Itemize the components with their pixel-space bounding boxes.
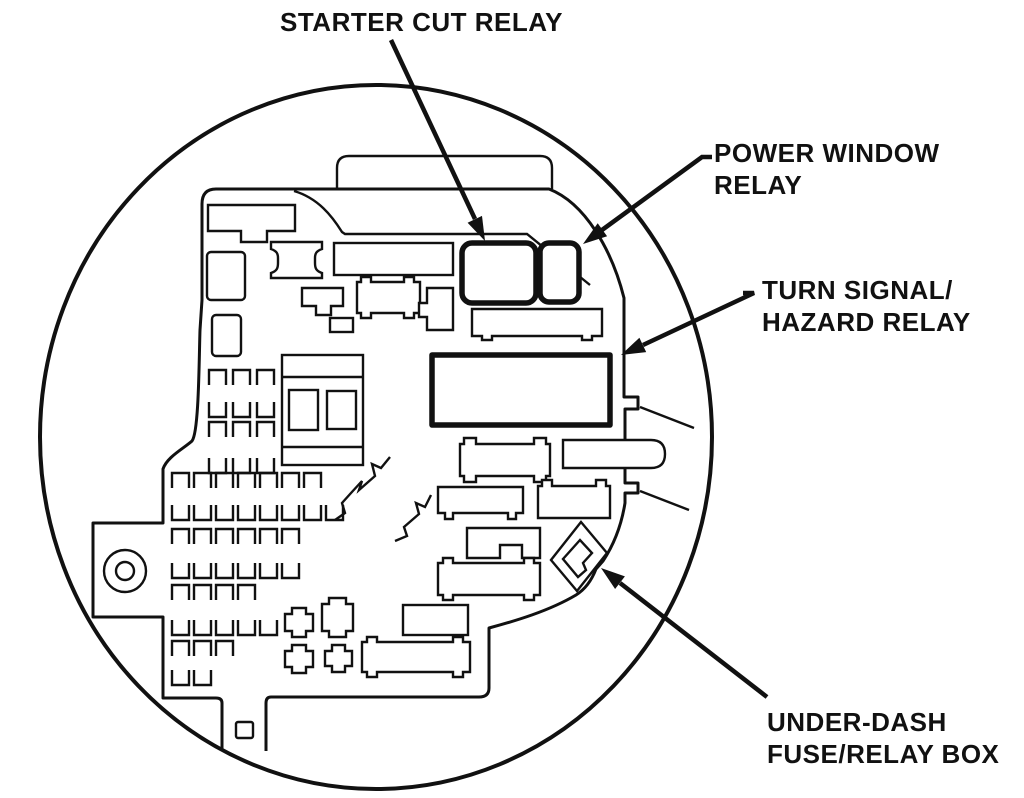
fuse-slot: [231, 420, 252, 437]
label-under-dash-fuse-relay-box: UNDER-DASH FUSE/RELAY BOX: [767, 707, 1000, 769]
fuse-slot: [192, 620, 213, 637]
fuse-slot: [192, 583, 213, 600]
fuse-slot: [255, 458, 276, 475]
label-turn-signal-hazard-relay: TURN SIGNAL/ HAZARD RELAY: [762, 275, 971, 337]
fuse-slot: [170, 471, 191, 488]
fuse-slot: [207, 420, 228, 437]
box-top-tab: [335, 154, 554, 189]
fuse-slot: [192, 471, 213, 488]
fuse-slot: [214, 639, 235, 656]
connector: [436, 485, 525, 521]
fuse-slot: [170, 563, 191, 580]
connector-castle: [323, 643, 354, 674]
mounting-hole: [102, 548, 148, 594]
arrow-starter-cut-relay: [388, 39, 485, 241]
fuse-slot: [214, 505, 235, 522]
connector: [210, 313, 243, 358]
connector-block: [280, 353, 365, 467]
connector: [269, 240, 324, 280]
fuse-slot: [214, 527, 235, 544]
connector: [300, 286, 345, 317]
fuse-slot: [236, 471, 257, 488]
connector: [355, 275, 422, 320]
fuse-slot: [255, 402, 276, 419]
arrow-power-window-relay: [583, 154, 712, 244]
fuse-slot: [170, 639, 191, 656]
fuse-slot: [258, 563, 279, 580]
fuse-slot: [255, 368, 276, 385]
fuse-slot: [192, 527, 213, 544]
label-power-window-relay: POWER WINDOW RELAY: [714, 138, 947, 200]
break-zigzag: [394, 494, 433, 543]
power-window-relay-shape: [537, 240, 582, 305]
connector-castle: [283, 643, 315, 675]
fuse-slot: [170, 583, 191, 600]
fuse-grid: [170, 368, 345, 687]
fuse-slot: [170, 527, 191, 544]
fuse-slot: [170, 670, 191, 687]
fuse-slot: [192, 639, 213, 656]
edge-break-line: [639, 489, 690, 512]
fuse-slot: [214, 563, 235, 580]
fuse-slot: [280, 563, 301, 580]
connector: [436, 556, 542, 602]
fuse-slot: [192, 670, 213, 687]
relay-tray: [470, 307, 604, 342]
fuse-slot: [214, 583, 235, 600]
fuse-slot: [236, 527, 257, 544]
fuse-slot: [236, 583, 257, 600]
fuse-slot: [258, 471, 279, 488]
fuse-slot: [214, 620, 235, 637]
connector: [205, 250, 247, 302]
connector: [332, 241, 455, 277]
fuse-slot: [214, 471, 235, 488]
connector-castle: [283, 606, 315, 639]
edge-break-line: [639, 405, 695, 430]
fuse-slot: [231, 368, 252, 385]
connector: [536, 478, 612, 520]
fuse-slot: [324, 505, 345, 522]
fuse-slot: [280, 527, 301, 544]
fuse-slot: [236, 505, 257, 522]
fuse-box-outline: [91, 187, 640, 751]
fuse-slot: [302, 471, 323, 488]
connector: [328, 316, 355, 334]
fuse-slot: [280, 505, 301, 522]
fuse-slot: [258, 620, 279, 637]
fuse-slot: [258, 505, 279, 522]
fuse-slot: [170, 620, 191, 637]
connector-pill: [561, 438, 667, 470]
fuse-slot: [207, 402, 228, 419]
fuse-slot: [192, 563, 213, 580]
bottom-tab-hole: [234, 720, 255, 740]
fuse-slot: [236, 620, 257, 637]
fuse-slot: [207, 458, 228, 475]
turn-signal-hazard-relay-shape: [429, 352, 613, 428]
fuse-slot: [231, 458, 252, 475]
arrow-under-dash-fuse-relay-box: [601, 568, 769, 699]
connector: [458, 436, 552, 484]
fuse-slot: [258, 527, 279, 544]
connector-castle: [320, 596, 355, 639]
fuse-slot: [236, 563, 257, 580]
fuse-slot: [302, 505, 323, 522]
connector: [401, 603, 470, 637]
fuse-slot: [207, 368, 228, 385]
label-starter-cut-relay: STARTER CUT RELAY: [280, 7, 563, 37]
connector: [206, 203, 297, 244]
starter-cut-relay-shape: [459, 240, 539, 306]
fuse-slot: [280, 471, 301, 488]
under-dash-connector-shape: [549, 520, 609, 593]
fuse-slot: [170, 505, 191, 522]
connector: [360, 635, 472, 679]
box-inner-ledge: [293, 189, 591, 286]
fuse-slot: [231, 402, 252, 419]
arrow-turn-signal-hazard-relay: [621, 290, 755, 355]
fuse-slot: [255, 420, 276, 437]
connector: [417, 286, 455, 332]
fuse-slot: [192, 505, 213, 522]
magnifier-circle: [38, 83, 714, 791]
connector: [465, 526, 542, 560]
